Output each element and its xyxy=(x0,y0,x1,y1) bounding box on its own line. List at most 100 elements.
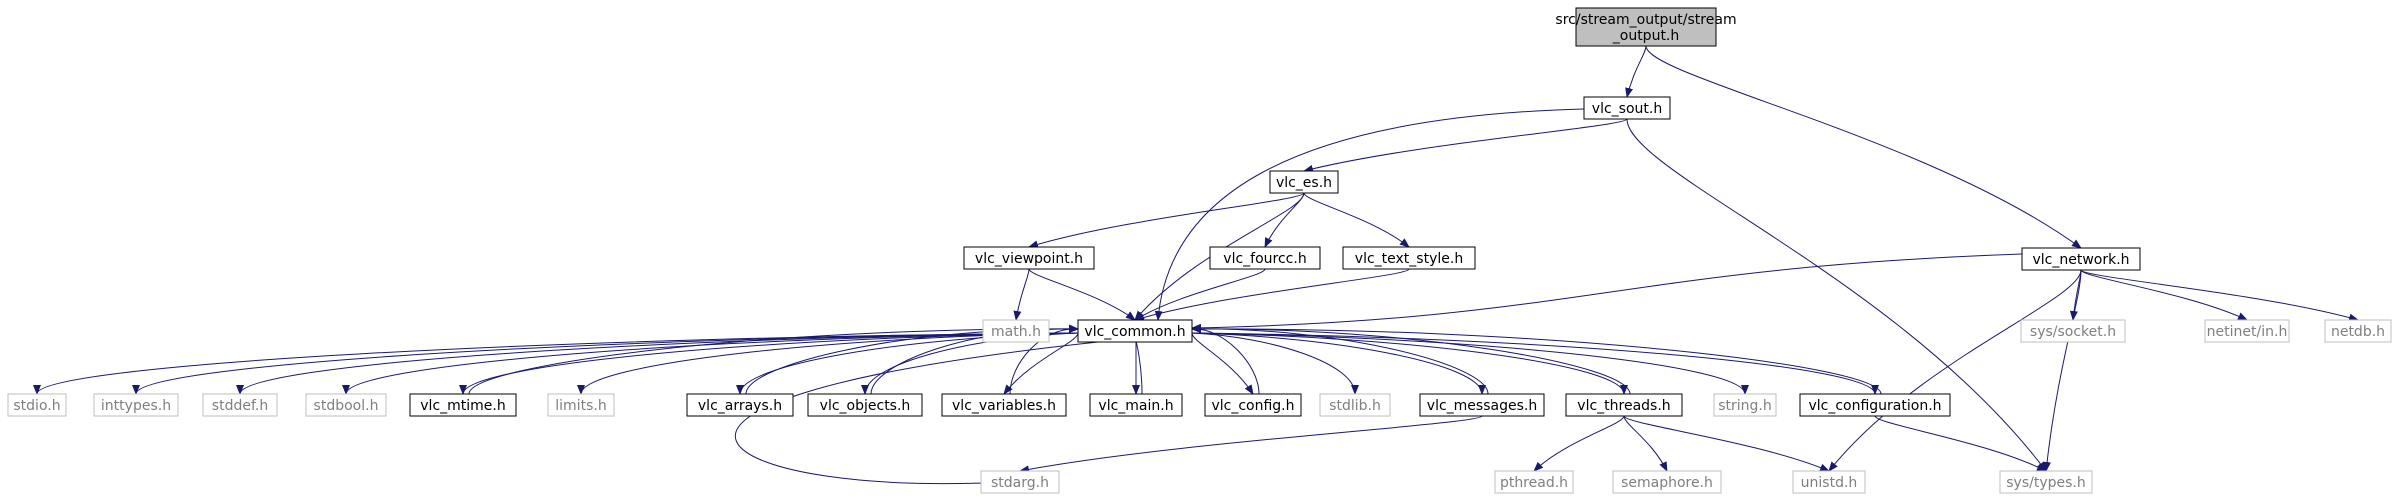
node-label: netdb.h xyxy=(2331,324,2385,340)
node-label: _output.h xyxy=(1612,28,1680,44)
node-label: stdarg.h xyxy=(991,475,1049,491)
node-pthread: pthread.h xyxy=(1494,470,1574,494)
node-label: src/stream_output/stream xyxy=(1555,12,1736,28)
node-label: vlc_sout.h xyxy=(1592,101,1662,117)
edge-vlc_common-to-vlc_mtime xyxy=(459,332,1079,395)
node-vlc-variables[interactable]: vlc_variables.h xyxy=(941,393,1067,417)
node-box xyxy=(807,393,923,417)
edge-vlc_network-to-unistd xyxy=(1828,269,2082,472)
node-label: vlc_arrays.h xyxy=(698,398,782,414)
node-vlc-config[interactable]: vlc_config.h xyxy=(1204,393,1302,417)
edge-vlc_threads-to-semaphore xyxy=(1623,415,1668,472)
node-label: inttypes.h xyxy=(101,398,171,414)
node-box xyxy=(1612,470,1722,494)
edge-vlc_es-to-vlc_common xyxy=(1134,192,1305,321)
edge-vlc_sout-to-vlc_es xyxy=(1303,118,1628,173)
node-limits: limits.h xyxy=(547,393,615,417)
node-label: stdlib.h xyxy=(1329,398,1381,414)
node-vlc-viewpoint[interactable]: vlc_viewpoint.h xyxy=(963,246,1095,270)
edge-vlc_fourcc-to-vlc_common xyxy=(1134,268,1266,321)
edge-vlc_sout-to-vlc_common xyxy=(1154,108,1585,321)
node-vlc-sout[interactable]: vlc_sout.h xyxy=(1583,96,1671,120)
edge-vlc_config-to-vlc_common xyxy=(1191,324,1260,395)
node-box xyxy=(1565,393,1683,417)
node-label: limits.h xyxy=(555,398,606,414)
nodes-layer: src/stream_output/stream_output.h vlc_sou… xyxy=(7,7,2392,494)
node-label: math.h xyxy=(991,324,1041,340)
node-string: string.h xyxy=(1713,393,1777,417)
node-vlc-fourcc[interactable]: vlc_fourcc.h xyxy=(1209,246,1321,270)
node-box xyxy=(1077,319,1193,343)
node-box xyxy=(1583,96,1671,120)
node-sys-socket: sys/socket.h xyxy=(2020,319,2126,343)
node-root[interactable]: src/stream_output/stream_output.h xyxy=(1555,7,1737,47)
node-semaphore: semaphore.h xyxy=(1612,470,1722,494)
node-label: stddef.h xyxy=(212,398,268,414)
node-vlc-common[interactable]: vlc_common.h xyxy=(1077,319,1193,343)
edge-vlc_network-to-vlc_common xyxy=(1191,253,2023,332)
node-label: vlc_messages.h xyxy=(1427,398,1537,414)
node-stdarg: stdarg.h xyxy=(980,470,1060,494)
edge-vlc_network-to-netdb xyxy=(2080,269,2359,322)
node-label: vlc_objects.h xyxy=(820,398,911,414)
node-label: vlc_fourcc.h xyxy=(1223,251,1306,267)
edge-vlc_sout-to-sys_types xyxy=(1626,118,2047,472)
node-label: vlc_common.h xyxy=(1084,324,1185,340)
node-netinet-in: netinet/in.h xyxy=(2204,319,2290,343)
edge-vlc_es-to-vlc_viewpoint xyxy=(1028,192,1305,249)
node-box xyxy=(1269,170,1339,194)
node-label: vlc_config.h xyxy=(1211,398,1294,414)
node-vlc-messages[interactable]: vlc_messages.h xyxy=(1419,393,1545,417)
node-stdio: stdio.h xyxy=(7,393,67,417)
edge-vlc_threads-to-vlc_common xyxy=(1191,324,1631,395)
node-box xyxy=(686,393,794,417)
node-vlc-text-style[interactable]: vlc_text_style.h xyxy=(1342,246,1476,270)
node-box xyxy=(963,246,1095,270)
node-stdbool: stdbool.h xyxy=(305,393,387,417)
node-box xyxy=(1575,7,1717,47)
edge-vlc_es-to-vlc_text_style xyxy=(1303,192,1410,248)
node-vlc-threads[interactable]: vlc_threads.h xyxy=(1565,393,1683,417)
node-box xyxy=(2204,319,2290,343)
node-netdb: netdb.h xyxy=(2324,319,2392,343)
edge-vlc_variables-to-vlc_common xyxy=(1009,324,1079,395)
edge-vlc_viewpoint-to-vlc_common xyxy=(1028,268,1136,321)
node-stddef: stddef.h xyxy=(202,393,278,417)
node-vlc-es[interactable]: vlc_es.h xyxy=(1269,170,1339,194)
node-box xyxy=(1209,246,1321,270)
node-vlc-mtime[interactable]: vlc_mtime.h xyxy=(409,393,517,417)
node-label: vlc_mtime.h xyxy=(420,398,505,414)
node-box xyxy=(547,393,615,417)
node-vlc-arrays[interactable]: vlc_arrays.h xyxy=(686,393,794,417)
edge-vlc_common-to-stdbool xyxy=(342,332,1079,395)
node-box xyxy=(1342,246,1476,270)
node-vlc-main[interactable]: vlc_main.h xyxy=(1089,393,1183,417)
node-vlc-objects[interactable]: vlc_objects.h xyxy=(807,393,923,417)
node-label: pthread.h xyxy=(1500,475,1568,491)
edge-vlc_messages-to-stdarg xyxy=(1019,415,1483,474)
edge-root-to-vlc_network xyxy=(1645,45,2082,249)
node-label: stdbool.h xyxy=(314,398,379,414)
node-math: math.h xyxy=(982,319,1050,343)
edge-vlc_common-to-stdlib xyxy=(1191,332,1359,395)
edge-vlc_viewpoint-to-math xyxy=(1013,268,1030,321)
edge-vlc_threads-to-pthread xyxy=(1533,415,1625,472)
node-inttypes: inttypes.h xyxy=(93,393,179,417)
node-box xyxy=(1799,393,1951,417)
node-label: semaphore.h xyxy=(1621,475,1713,491)
node-stdlib: stdlib.h xyxy=(1319,393,1391,417)
node-box xyxy=(2021,247,2141,271)
node-box xyxy=(1319,393,1391,417)
node-label: vlc_viewpoint.h xyxy=(975,251,1083,267)
edge-vlc_common-to-stdarg xyxy=(735,341,1099,486)
node-box xyxy=(409,393,517,417)
edge-vlc_configuration-to-sys_types xyxy=(1874,415,2047,472)
edge-vlc_text_style-to-vlc_common xyxy=(1134,268,1410,322)
node-vlc-network[interactable]: vlc_network.h xyxy=(2021,247,2141,271)
node-vlc-configuration[interactable]: vlc_configuration.h xyxy=(1799,393,1951,417)
node-box xyxy=(1999,470,2093,494)
node-label: vlc_variables.h xyxy=(952,398,1056,414)
node-box xyxy=(7,393,67,417)
node-label: sys/socket.h xyxy=(2030,324,2116,340)
